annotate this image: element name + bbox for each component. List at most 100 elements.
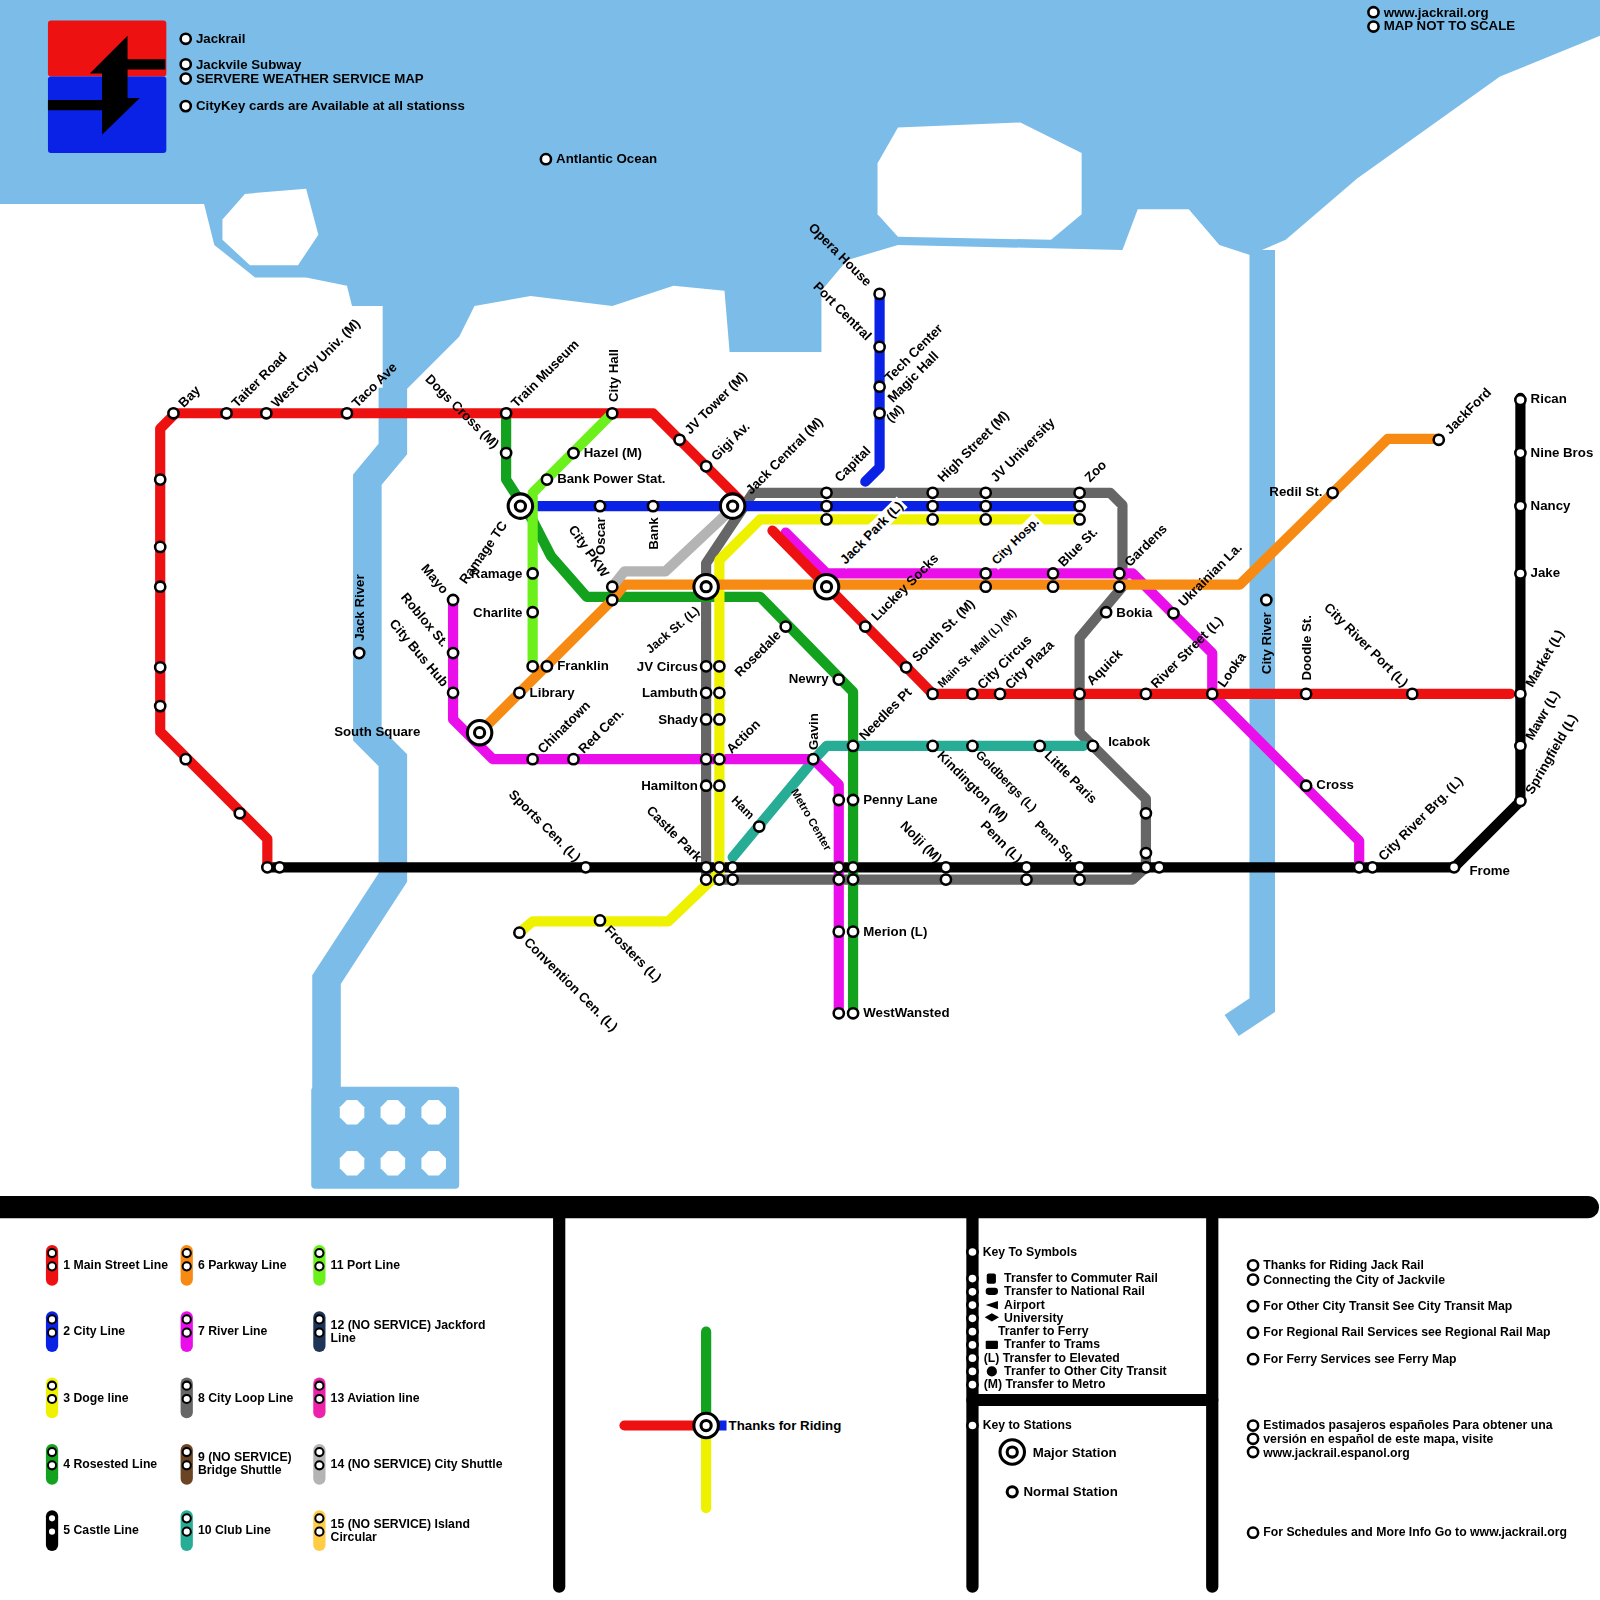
- station-marker: [181, 73, 191, 83]
- line-swatch: [181, 1311, 193, 1352]
- station-marker: [1074, 501, 1084, 511]
- station-marker: [1301, 689, 1311, 699]
- station-marker: [1515, 501, 1525, 511]
- station-marker: [901, 662, 911, 672]
- station-marker: [607, 595, 617, 605]
- station-marker: [1354, 862, 1364, 872]
- station-marker: [874, 342, 884, 352]
- station-marker: [1248, 1447, 1258, 1457]
- station-marker: [501, 448, 511, 458]
- station-name: Blue St.: [1055, 524, 1101, 570]
- station-marker: [514, 928, 524, 938]
- station-marker: [155, 701, 165, 711]
- major-core: [515, 501, 525, 511]
- station-marker: [528, 661, 538, 671]
- station-name: City River Port (L): [1321, 600, 1412, 691]
- major-station: [720, 494, 744, 518]
- line-swatch: [313, 1311, 325, 1352]
- station-name: Frome: [1469, 863, 1510, 878]
- swatch-dot: [48, 1329, 56, 1337]
- station-name: Penn (L): [977, 817, 1025, 865]
- station-marker: [834, 874, 844, 884]
- symbol-legend-text: (L) Transfer to Elevated: [984, 1352, 1120, 1365]
- symbol-legend-text: Tranfer to Trams: [1004, 1338, 1100, 1351]
- station-marker: [1154, 862, 1164, 872]
- line-legend-text: 3 Doge line: [63, 1391, 175, 1404]
- station-marker: [981, 514, 991, 524]
- ocean: [0, 0, 1600, 408]
- station-marker: [967, 689, 977, 699]
- station-marker: [701, 754, 711, 764]
- station-marker: [607, 582, 617, 592]
- swatch-pill: [313, 1311, 325, 1352]
- station-marker: [1074, 874, 1084, 884]
- symbol-legend-text: Normal Station: [1023, 1484, 1117, 1499]
- station-marker: [967, 1380, 977, 1390]
- swatch-pill: [313, 1510, 325, 1551]
- line-swatch: [313, 1510, 325, 1551]
- station-marker: [1248, 1354, 1258, 1364]
- route-line: [160, 413, 740, 867]
- station-marker: [155, 582, 165, 592]
- symbol-icon: [986, 1341, 998, 1349]
- station-name: Bank Power Stat.: [557, 471, 665, 486]
- symbol-legend-text: Transfer to National Rail: [1004, 1285, 1145, 1298]
- route-line: [453, 600, 839, 1013]
- station-marker: [701, 661, 711, 671]
- station-marker: [701, 781, 711, 791]
- swatch-dot: [48, 1262, 56, 1270]
- station-name: Franklin: [557, 658, 609, 673]
- line-legend-text: 6 Parkway Line: [198, 1259, 310, 1272]
- station-name: Sports Cen. (L): [506, 787, 584, 865]
- station-marker: [568, 754, 578, 764]
- station-marker: [181, 754, 191, 764]
- major-core: [728, 501, 738, 511]
- station-marker: [1407, 689, 1417, 699]
- station-marker: [1434, 435, 1444, 445]
- route-line: [612, 508, 732, 587]
- station-marker: [941, 862, 951, 872]
- station-marker: [728, 862, 738, 872]
- swatch-pill: [46, 1311, 58, 1352]
- swatch-dot: [315, 1315, 323, 1323]
- major-core: [821, 582, 831, 592]
- station-marker: [155, 542, 165, 552]
- major-ring: [694, 574, 718, 598]
- station-marker: [235, 808, 245, 818]
- station-marker: [1368, 21, 1378, 31]
- station-marker: [754, 821, 764, 831]
- station-marker: [701, 874, 711, 884]
- major-station: [694, 574, 718, 598]
- swatch-dot: [48, 1315, 56, 1323]
- line-legend-text: 7 River Line: [198, 1325, 310, 1338]
- station-name: City Hall: [606, 349, 621, 402]
- station-name: Shady: [658, 713, 698, 726]
- station-name: Jack Central (M): [743, 414, 826, 497]
- water-name: Antlantic Ocean: [556, 151, 657, 166]
- station-marker: [714, 688, 724, 698]
- station-marker: [1074, 689, 1084, 699]
- station-mark: [1007, 1487, 1017, 1497]
- island: [878, 122, 1082, 239]
- swatch-pill: [46, 1510, 58, 1551]
- station-name: Hazel (M): [584, 444, 642, 459]
- symbol-legend-text: University: [1004, 1312, 1063, 1325]
- swatch-dot: [183, 1382, 191, 1390]
- map-note: www.jackrail.org: [1384, 6, 1489, 19]
- major-station: [467, 720, 491, 744]
- station-marker: [1141, 848, 1151, 858]
- station-name: Gardens: [1121, 521, 1170, 570]
- station-name: Lambuth: [642, 686, 698, 699]
- station-marker: [501, 408, 511, 418]
- station-marker: [941, 874, 951, 884]
- station-name: Mayo: [418, 561, 452, 597]
- symbol-legend-text: Transfer to Commuter Rail: [1004, 1272, 1158, 1285]
- swatch-dot: [315, 1395, 323, 1403]
- station-marker: [848, 874, 858, 884]
- station-marker: [967, 1313, 977, 1323]
- pond-island: [381, 1100, 405, 1124]
- river-name: Jack River: [352, 574, 367, 640]
- station-name: Nine Bros: [1531, 444, 1594, 459]
- station-marker: [821, 488, 831, 498]
- swatch-dot: [315, 1448, 323, 1456]
